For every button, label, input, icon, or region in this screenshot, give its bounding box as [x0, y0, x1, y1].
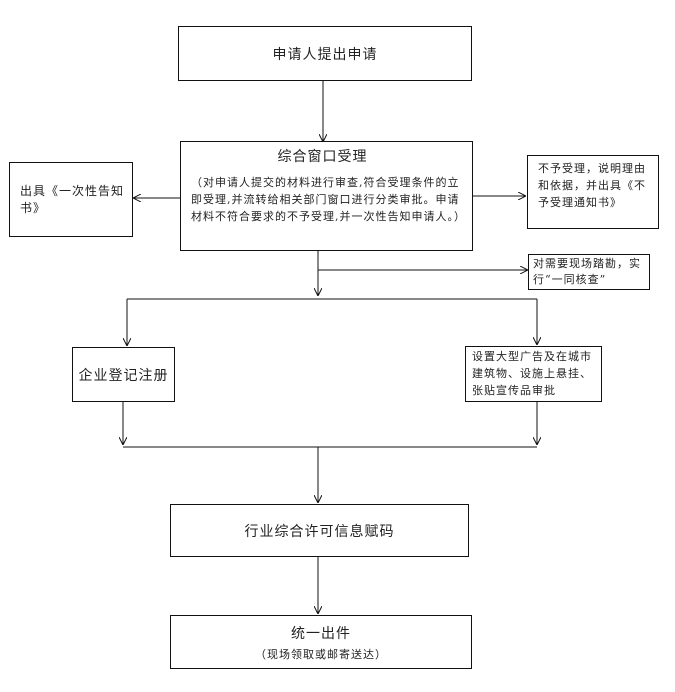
- node-apply: 申请人提出申请: [178, 26, 472, 81]
- node-issue-title: 统一出件: [291, 626, 351, 642]
- node-info-code-label: 行业综合许可信息赋码: [244, 523, 395, 540]
- node-ad-approval-label: 设置大型广告及在城市建筑物、设施上悬挂、张贴宣传品审批: [472, 350, 592, 397]
- node-reject: 不予受理，说明理由和依据，并出具《不予受理通知书》: [527, 155, 659, 229]
- node-notice-once: 出具《一次性告知书》: [9, 162, 133, 237]
- node-site-check: 对需要现场踏勘，实行“一同核查”: [528, 254, 650, 290]
- node-issue: 统一出件 （现场领取或邮寄送达）: [170, 615, 472, 669]
- node-ad-approval: 设置大型广告及在城市建筑物、设施上悬挂、张贴宣传品审批: [465, 346, 602, 402]
- node-window: 综合窗口受理 （对申请人提交的材料进行审查,符合受理条件的立即受理,并流转给相关…: [180, 141, 473, 251]
- node-window-desc: （对申请人提交的材料进行审查,符合受理条件的立即受理,并流转给相关部门窗口进行分…: [191, 176, 466, 223]
- node-enterprise-reg-label: 企业登记注册: [78, 367, 169, 384]
- node-info-code: 行业综合许可信息赋码: [170, 504, 469, 557]
- node-apply-label: 申请人提出申请: [272, 46, 378, 63]
- node-issue-desc: （现场领取或邮寄送达）: [255, 648, 387, 661]
- node-notice-once-label: 出具《一次性告知书》: [20, 184, 125, 215]
- node-site-check-label: 对需要现场踏勘，实行“一同核查”: [533, 257, 641, 286]
- node-enterprise-reg: 企业登记注册: [72, 347, 175, 402]
- node-reject-label: 不予受理，说明理由和依据，并出具《不予受理通知书》: [538, 162, 646, 209]
- node-window-title: 综合窗口受理: [277, 149, 368, 165]
